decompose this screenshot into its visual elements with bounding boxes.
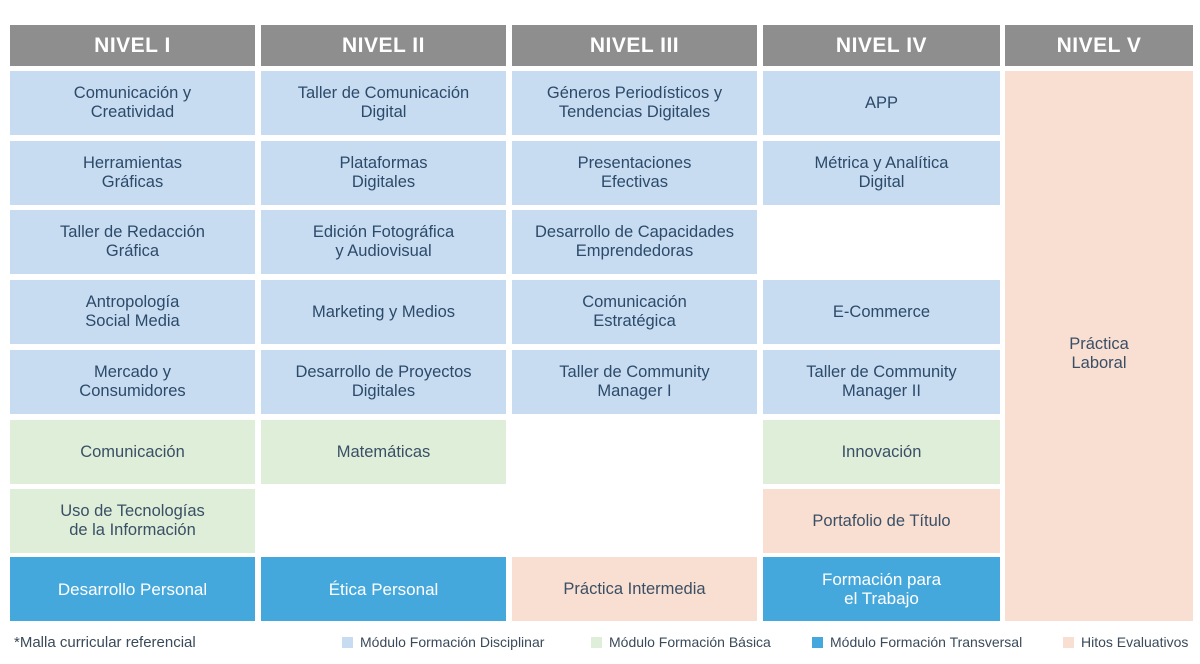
legend-item-hitos: Hitos Evaluativos [1063, 634, 1188, 650]
legend-item-transversal: Módulo Formación Transversal [812, 634, 1022, 650]
legend-label: Módulo Formación Básica [609, 634, 771, 650]
module-cell: Taller de Comunicación Digital [261, 71, 506, 135]
module-cell: Desarrollo de Proyectos Digitales [261, 350, 506, 414]
legend-item-basica: Módulo Formación Básica [591, 634, 771, 650]
module-cell: Innovación [763, 420, 1000, 484]
module-cell: Comunicación [10, 420, 255, 484]
module-cell: E-Commerce [763, 280, 1000, 344]
header-nivel-5: NIVEL V [1005, 25, 1193, 66]
module-cell: Taller de Community Manager I [512, 350, 757, 414]
footnote: *Malla curricular referencial [14, 634, 196, 651]
module-cell: Práctica Intermedia [512, 557, 757, 621]
legend-label: Hitos Evaluativos [1081, 634, 1189, 650]
module-cell: Formación para el Trabajo [763, 557, 1000, 621]
module-cell: Ética Personal [261, 557, 506, 621]
practica-laboral-cell: Práctica Laboral [1005, 71, 1193, 621]
module-cell: APP [763, 71, 1000, 135]
module-cell: Marketing y Medios [261, 280, 506, 344]
module-cell: Plataformas Digitales [261, 141, 506, 205]
module-cell: Comunicación y Creatividad [10, 71, 255, 135]
header-nivel-3: NIVEL III [512, 25, 757, 66]
module-cell: Antropología Social Media [10, 280, 255, 344]
module-cell: Desarrollo Personal [10, 557, 255, 621]
legend-swatch [342, 636, 353, 648]
module-cell: Matemáticas [261, 420, 506, 484]
module-cell: Herramientas Gráficas [10, 141, 255, 205]
header-nivel-2: NIVEL II [261, 25, 506, 66]
module-cell: Taller de Community Manager II [763, 350, 1000, 414]
legend-swatch [591, 636, 602, 648]
module-cell: Géneros Periodísticos y Tendencias Digit… [512, 71, 757, 135]
module-cell: Portafolio de Título [763, 489, 1000, 553]
module-cell: Taller de Redacción Gráfica [10, 210, 255, 274]
module-cell: Desarrollo de Capacidades Emprendedoras [512, 210, 757, 274]
module-cell: Uso de Tecnologías de la Información [10, 489, 255, 553]
legend-item-disciplinar: Módulo Formación Disciplinar [342, 634, 544, 650]
legend-swatch [812, 636, 823, 648]
header-nivel-1: NIVEL I [10, 25, 255, 66]
module-cell: Métrica y Analítica Digital [763, 141, 1000, 205]
legend-swatch [1063, 636, 1074, 648]
legend-label: Módulo Formación Disciplinar [360, 634, 545, 650]
module-cell: Comunicación Estratégica [512, 280, 757, 344]
legend-label: Módulo Formación Transversal [830, 634, 1023, 650]
module-cell: Mercado y Consumidores [10, 350, 255, 414]
module-cell: Presentaciones Efectivas [512, 141, 757, 205]
module-cell: Edición Fotográfica y Audiovisual [261, 210, 506, 274]
header-nivel-4: NIVEL IV [763, 25, 1000, 66]
